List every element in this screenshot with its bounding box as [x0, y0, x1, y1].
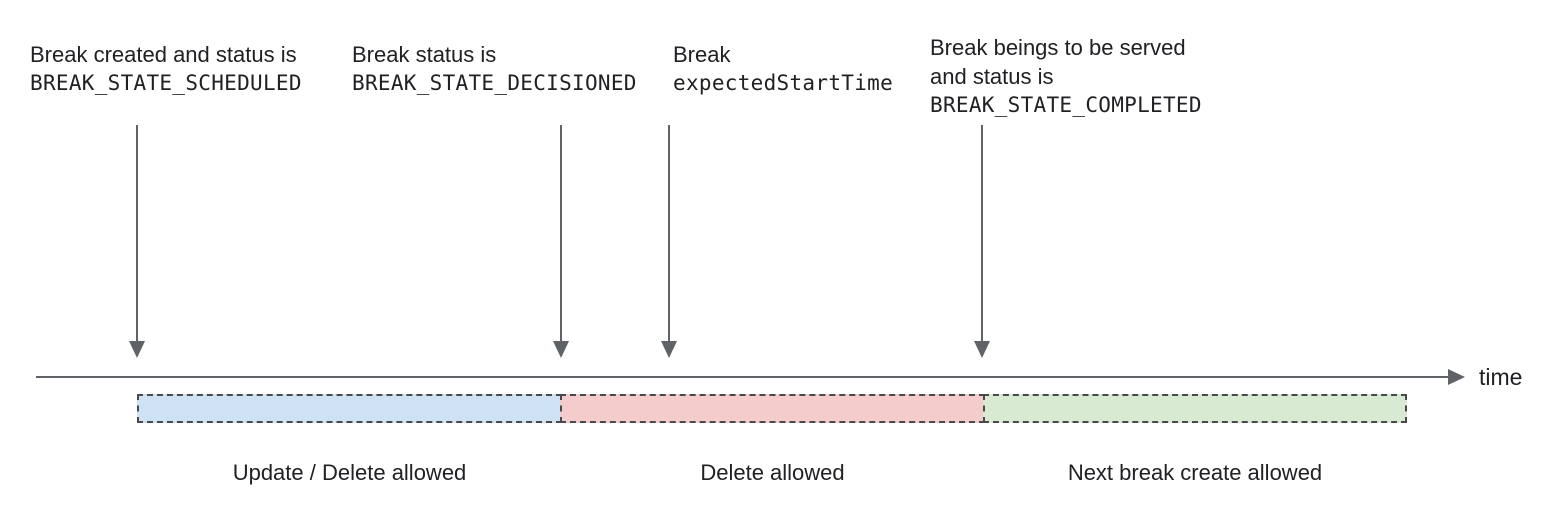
- arrow-break-completed: [974, 125, 990, 358]
- segment-update-delete-allowed: [137, 394, 562, 423]
- segment-next-break-create-allowed: [983, 394, 1407, 423]
- time-axis-arrowhead-icon: [1448, 369, 1465, 385]
- annotation-code-text: BREAK_STATE_DECISIONED: [352, 71, 637, 95]
- annotation-text: Break status is: [352, 42, 497, 67]
- annotation-break-decisioned: Break status is BREAK_STATE_DECISIONED: [352, 40, 637, 98]
- annotation-code-text: expectedStartTime: [673, 71, 894, 95]
- arrow-shaft: [560, 125, 562, 341]
- arrow-shaft: [981, 125, 983, 341]
- arrow-head-icon: [974, 341, 990, 358]
- segment-label-delete: Delete allowed: [700, 460, 845, 485]
- segment-delete-allowed: [560, 394, 985, 423]
- segment-label-update-delete: Update / Delete allowed: [232, 460, 467, 485]
- arrow-break-decisioned: [553, 125, 569, 358]
- arrow-head-icon: [661, 341, 677, 358]
- arrow-head-icon: [129, 341, 145, 358]
- annotation-break-completed: Break beings to be served and status is …: [930, 33, 1202, 120]
- arrow-shaft: [668, 125, 670, 341]
- annotation-code-text: BREAK_STATE_SCHEDULED: [30, 71, 302, 95]
- arrow-shaft: [136, 125, 138, 341]
- annotation-text: Break: [673, 42, 731, 67]
- annotation-text: Break beings to be served: [930, 35, 1186, 60]
- segment-label-next-break-create: Next break create allowed: [1067, 460, 1323, 485]
- time-axis-line: [36, 376, 1450, 378]
- arrow-break-scheduled: [129, 125, 145, 358]
- arrow-expected-start-time: [661, 125, 677, 358]
- time-axis-label: time: [1479, 364, 1523, 390]
- annotation-break-scheduled: Break created and status is BREAK_STATE_…: [30, 40, 302, 98]
- annotation-expected-start-time: Break expectedStartTime: [673, 40, 893, 98]
- annotation-code-text: BREAK_STATE_COMPLETED: [930, 93, 1202, 117]
- arrow-head-icon: [553, 341, 569, 358]
- annotation-text: Break created and status is: [30, 42, 297, 67]
- annotation-text: and status is: [930, 64, 1054, 89]
